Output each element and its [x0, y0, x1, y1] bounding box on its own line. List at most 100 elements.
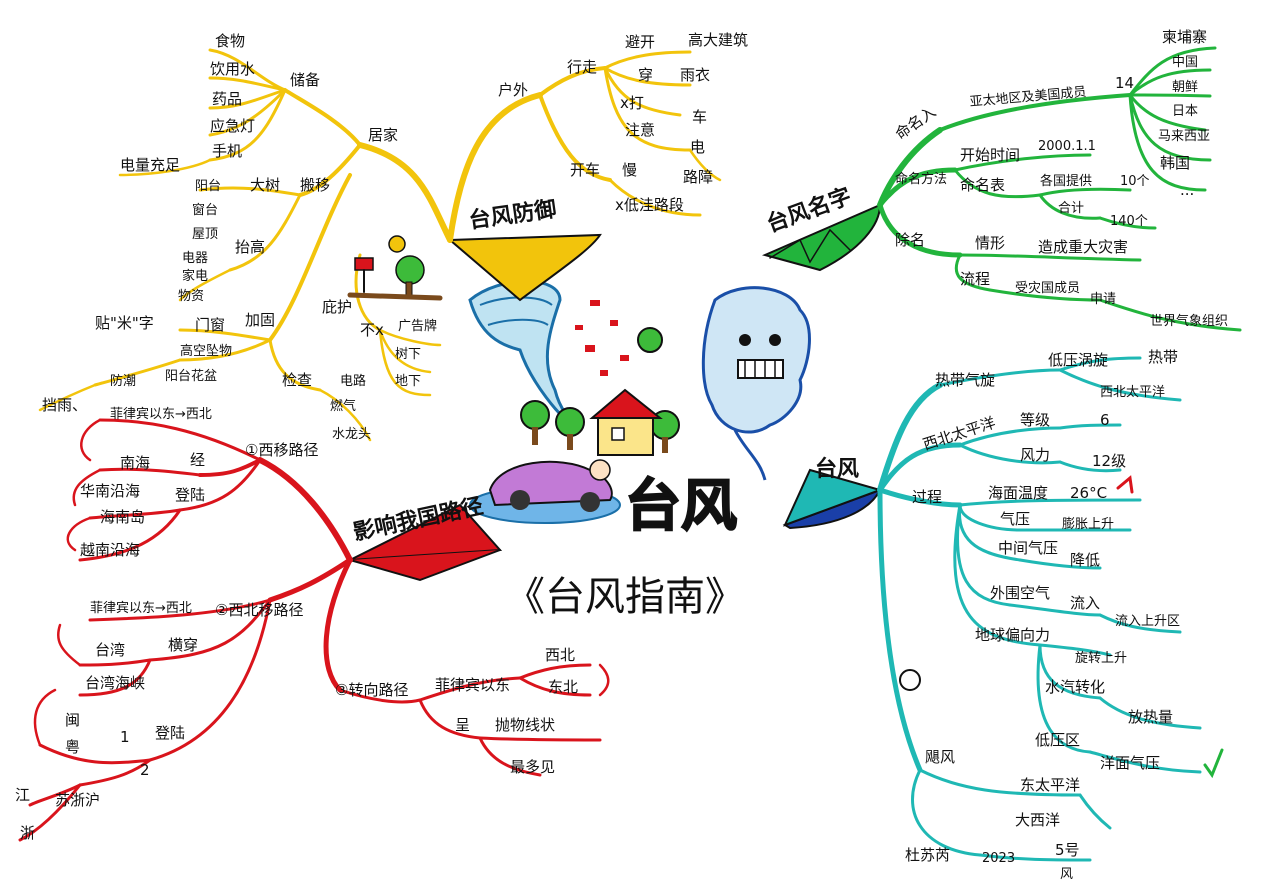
west-vietnam: 越南沿海 [80, 541, 140, 559]
node-nw: 西北太平洋 [921, 414, 998, 454]
checkmark-icon [1203, 748, 1224, 779]
node-high: 高空坠物 [180, 343, 232, 359]
node-power: 电量充足 [120, 156, 180, 174]
other-cn: 风 [1060, 867, 1073, 882]
node-other: 杜苏芮 [905, 846, 950, 864]
node-outdoor: 户外 [498, 81, 528, 99]
proc-cloud: 放热量 [1128, 708, 1173, 726]
west-sea: 南海 [120, 454, 150, 472]
nw-one: 1 [120, 728, 130, 746]
node-count: 14 [1115, 74, 1134, 92]
node-waterproof: 防潮 [110, 373, 136, 389]
nw-twelve: 12级 [1092, 452, 1126, 470]
proc-sea: 海面温度 [988, 484, 1048, 502]
move-balcony-2: 屋顶 [192, 227, 218, 242]
node-method: 命名方法 [895, 171, 947, 187]
walk-no-umbrella: x打 [620, 94, 644, 112]
shelter-item-1: 树下 [395, 347, 421, 362]
retire-proc-b: 申请 [1090, 292, 1116, 307]
hur-sea: 东太平洋 [1020, 776, 1080, 794]
other-year: 2023 [982, 851, 1015, 866]
house-icon [589, 388, 663, 456]
country-2: 朝鲜 [1172, 80, 1198, 95]
turn-most: 最多见 [510, 758, 555, 776]
prepare-item-0: 食物 [215, 32, 245, 50]
nw-jiangsu: 江 [15, 786, 30, 804]
raise-item-0: 电器 [182, 251, 208, 266]
west-hainan: 华南沿海 [80, 482, 140, 500]
branch-name [761, 46, 1242, 332]
proc-sea-low: 洋面气压 [1100, 754, 1160, 772]
west-land: 登陆 [175, 486, 205, 504]
nw-cross: 横穿 [168, 636, 198, 654]
branch-title-typhoon: 台风 [815, 456, 859, 482]
walk-wear: 穿 [638, 66, 653, 84]
node-process: 过程 [912, 488, 942, 506]
storm-face-icon [701, 286, 811, 481]
branch-defense [38, 48, 722, 442]
node-move: 搬移 [300, 176, 330, 194]
nw-from: 菲律宾以东→西北 [90, 600, 192, 616]
raise-item-2: 物资 [178, 289, 204, 304]
country-0: 柬埔寨 [1162, 28, 1207, 46]
page-title: 《台风指南》 [505, 574, 745, 620]
nw-fujian: 闽 [65, 711, 80, 729]
method-sum: 140个 [1110, 214, 1148, 229]
nw-wind: 风力 [1020, 446, 1050, 464]
method-total: 合计 [1058, 201, 1084, 216]
nw-east: 苏浙沪 [55, 791, 100, 809]
country-3: 日本 [1172, 104, 1198, 119]
node-northwest: ②西北移路径 [215, 601, 303, 619]
west-from: 菲律宾以东→西北 [110, 406, 212, 422]
node-retire: 除名 [895, 231, 925, 249]
branch-typhoon [782, 356, 1224, 862]
other-no: 5号 [1055, 841, 1080, 859]
method-each: 各国提供 [1040, 173, 1092, 189]
prepare-item-1: 饮用水 [210, 60, 255, 78]
turn-shape: 呈 [455, 716, 470, 734]
node-raise: 抬高 [235, 238, 265, 256]
nw-zhejiang: 浙 [20, 824, 35, 842]
method-start: 开始时间 [960, 146, 1020, 164]
move-balcony-0: 阳台 [195, 179, 221, 194]
nw-strait: 台湾海峡 [85, 674, 145, 692]
walk-electric: 电 [690, 138, 705, 156]
node-door-window: 门窗 [195, 316, 225, 334]
node-home: 居家 [368, 126, 398, 144]
turn-from: 菲律宾以东 [435, 676, 510, 694]
country-6: ... [1180, 181, 1194, 199]
method-table: 命名表 [960, 176, 1005, 194]
proc-inflow2: 流入上升区 [1115, 614, 1180, 629]
proc-temp: 26°C [1070, 484, 1107, 502]
node-shelter-cross: 不x [360, 321, 384, 339]
walk-building: 高大建筑 [688, 31, 748, 49]
shelter-item-2: 地下 [395, 374, 421, 389]
nw-tw: 台湾 [95, 641, 125, 659]
node-tape: 贴"米"字 [95, 314, 154, 332]
node-hurricane: 飓风 [925, 748, 955, 766]
def-pacific: 西北太平洋 [1100, 385, 1165, 400]
node-shelter: 庇护 [322, 298, 352, 316]
check-item-0: 电路 [340, 373, 366, 389]
turn-parabola: 抛物线状 [495, 716, 555, 734]
node-walk: 行走 [567, 58, 597, 76]
branch-impact [18, 418, 610, 842]
node-drive: 开车 [570, 161, 600, 179]
walk-vehicle: 车 [692, 108, 707, 126]
turn-nw: 西北 [545, 646, 575, 664]
branch-title-defense: 台风防御 [467, 196, 558, 234]
proc-vapor: 水汽转化 [1045, 678, 1105, 696]
prepare-item-2: 药品 [212, 90, 242, 108]
node-def: 热带气旋 [935, 371, 995, 389]
debris-icon [575, 300, 629, 376]
proc-fall: 降低 [1070, 551, 1100, 569]
check-item-1: 燃气 [330, 398, 356, 414]
defense-labels: 台风防御 居家 储备 食物 饮用水 药品 应急灯 手机 电量充足 搬移 大树 阳… [42, 31, 748, 442]
walk-raincoat: 雨衣 [680, 66, 710, 84]
center-logo: 台风 [625, 474, 737, 539]
walk-avoid: 避开 [625, 33, 655, 51]
proc-earth: 地球偏向力 [975, 626, 1050, 644]
nw-six: 6 [1100, 411, 1110, 429]
proc-rotate: 旋转上升 [1075, 651, 1127, 666]
